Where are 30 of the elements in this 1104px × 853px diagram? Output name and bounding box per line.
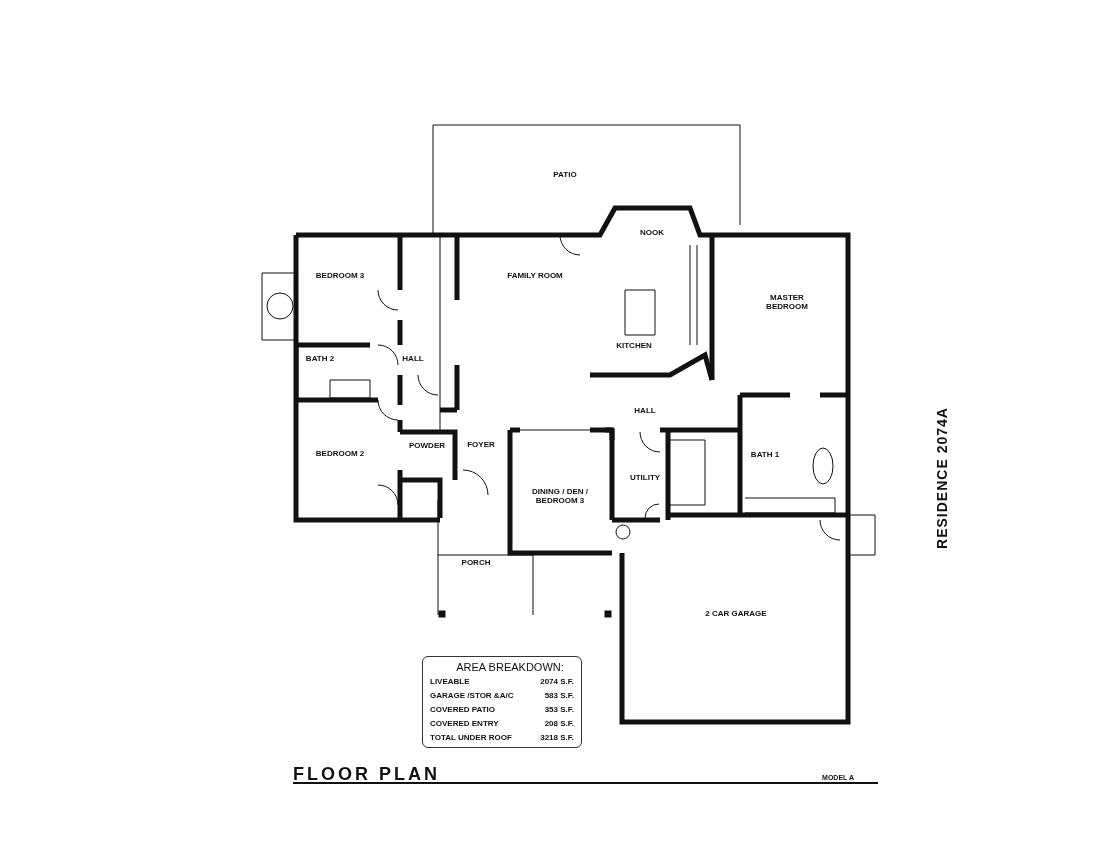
- table-cell: GARAGE /STOR &A/C: [430, 691, 514, 701]
- table-cell: TOTAL UNDER ROOF: [430, 733, 512, 743]
- room-name: FOYER: [467, 440, 495, 450]
- table-cell: 3218 S.F.: [540, 733, 574, 743]
- room-name: MASTER BEDROOM: [765, 294, 809, 312]
- room-name: NOOK: [640, 228, 664, 238]
- room-name: FAMILY ROOM: [507, 271, 563, 281]
- room-name: HALL: [402, 354, 424, 364]
- room-name: POWDER: [409, 441, 445, 451]
- room-name: KITCHEN: [616, 341, 652, 351]
- table-heading: AREA BREAKDOWN:: [456, 660, 564, 674]
- table-cell: 583 S.F.: [544, 691, 574, 701]
- room-name: PORCH: [461, 558, 491, 568]
- room-name: BEDROOM 2: [315, 449, 365, 459]
- table-cell: 2074 S.F.: [540, 677, 574, 687]
- room-name: PATIO: [553, 170, 577, 180]
- room-name: DINING / DEN / BEDROOM 3: [531, 488, 589, 506]
- room-name: UTILITY: [629, 473, 661, 483]
- table-cell: LIVEABLE: [430, 677, 470, 687]
- room-name: 2 CAR GARAGE: [705, 609, 767, 619]
- table-cell: COVERED PATIO: [430, 705, 496, 715]
- table-cell: 353 S.F.: [544, 705, 574, 715]
- room-name: BEDROOM 3: [315, 271, 365, 281]
- plan-title: FLOOR PLAN: [293, 764, 440, 785]
- table-cell: COVERED ENTRY: [430, 719, 499, 729]
- room-name: BATH 1: [750, 450, 780, 460]
- room-name: HALL: [634, 406, 656, 416]
- residence-label: RESIDENCE 2074A: [935, 407, 951, 549]
- room-name: BATH 2: [305, 354, 335, 364]
- table-cell: 208 S.F.: [544, 719, 574, 729]
